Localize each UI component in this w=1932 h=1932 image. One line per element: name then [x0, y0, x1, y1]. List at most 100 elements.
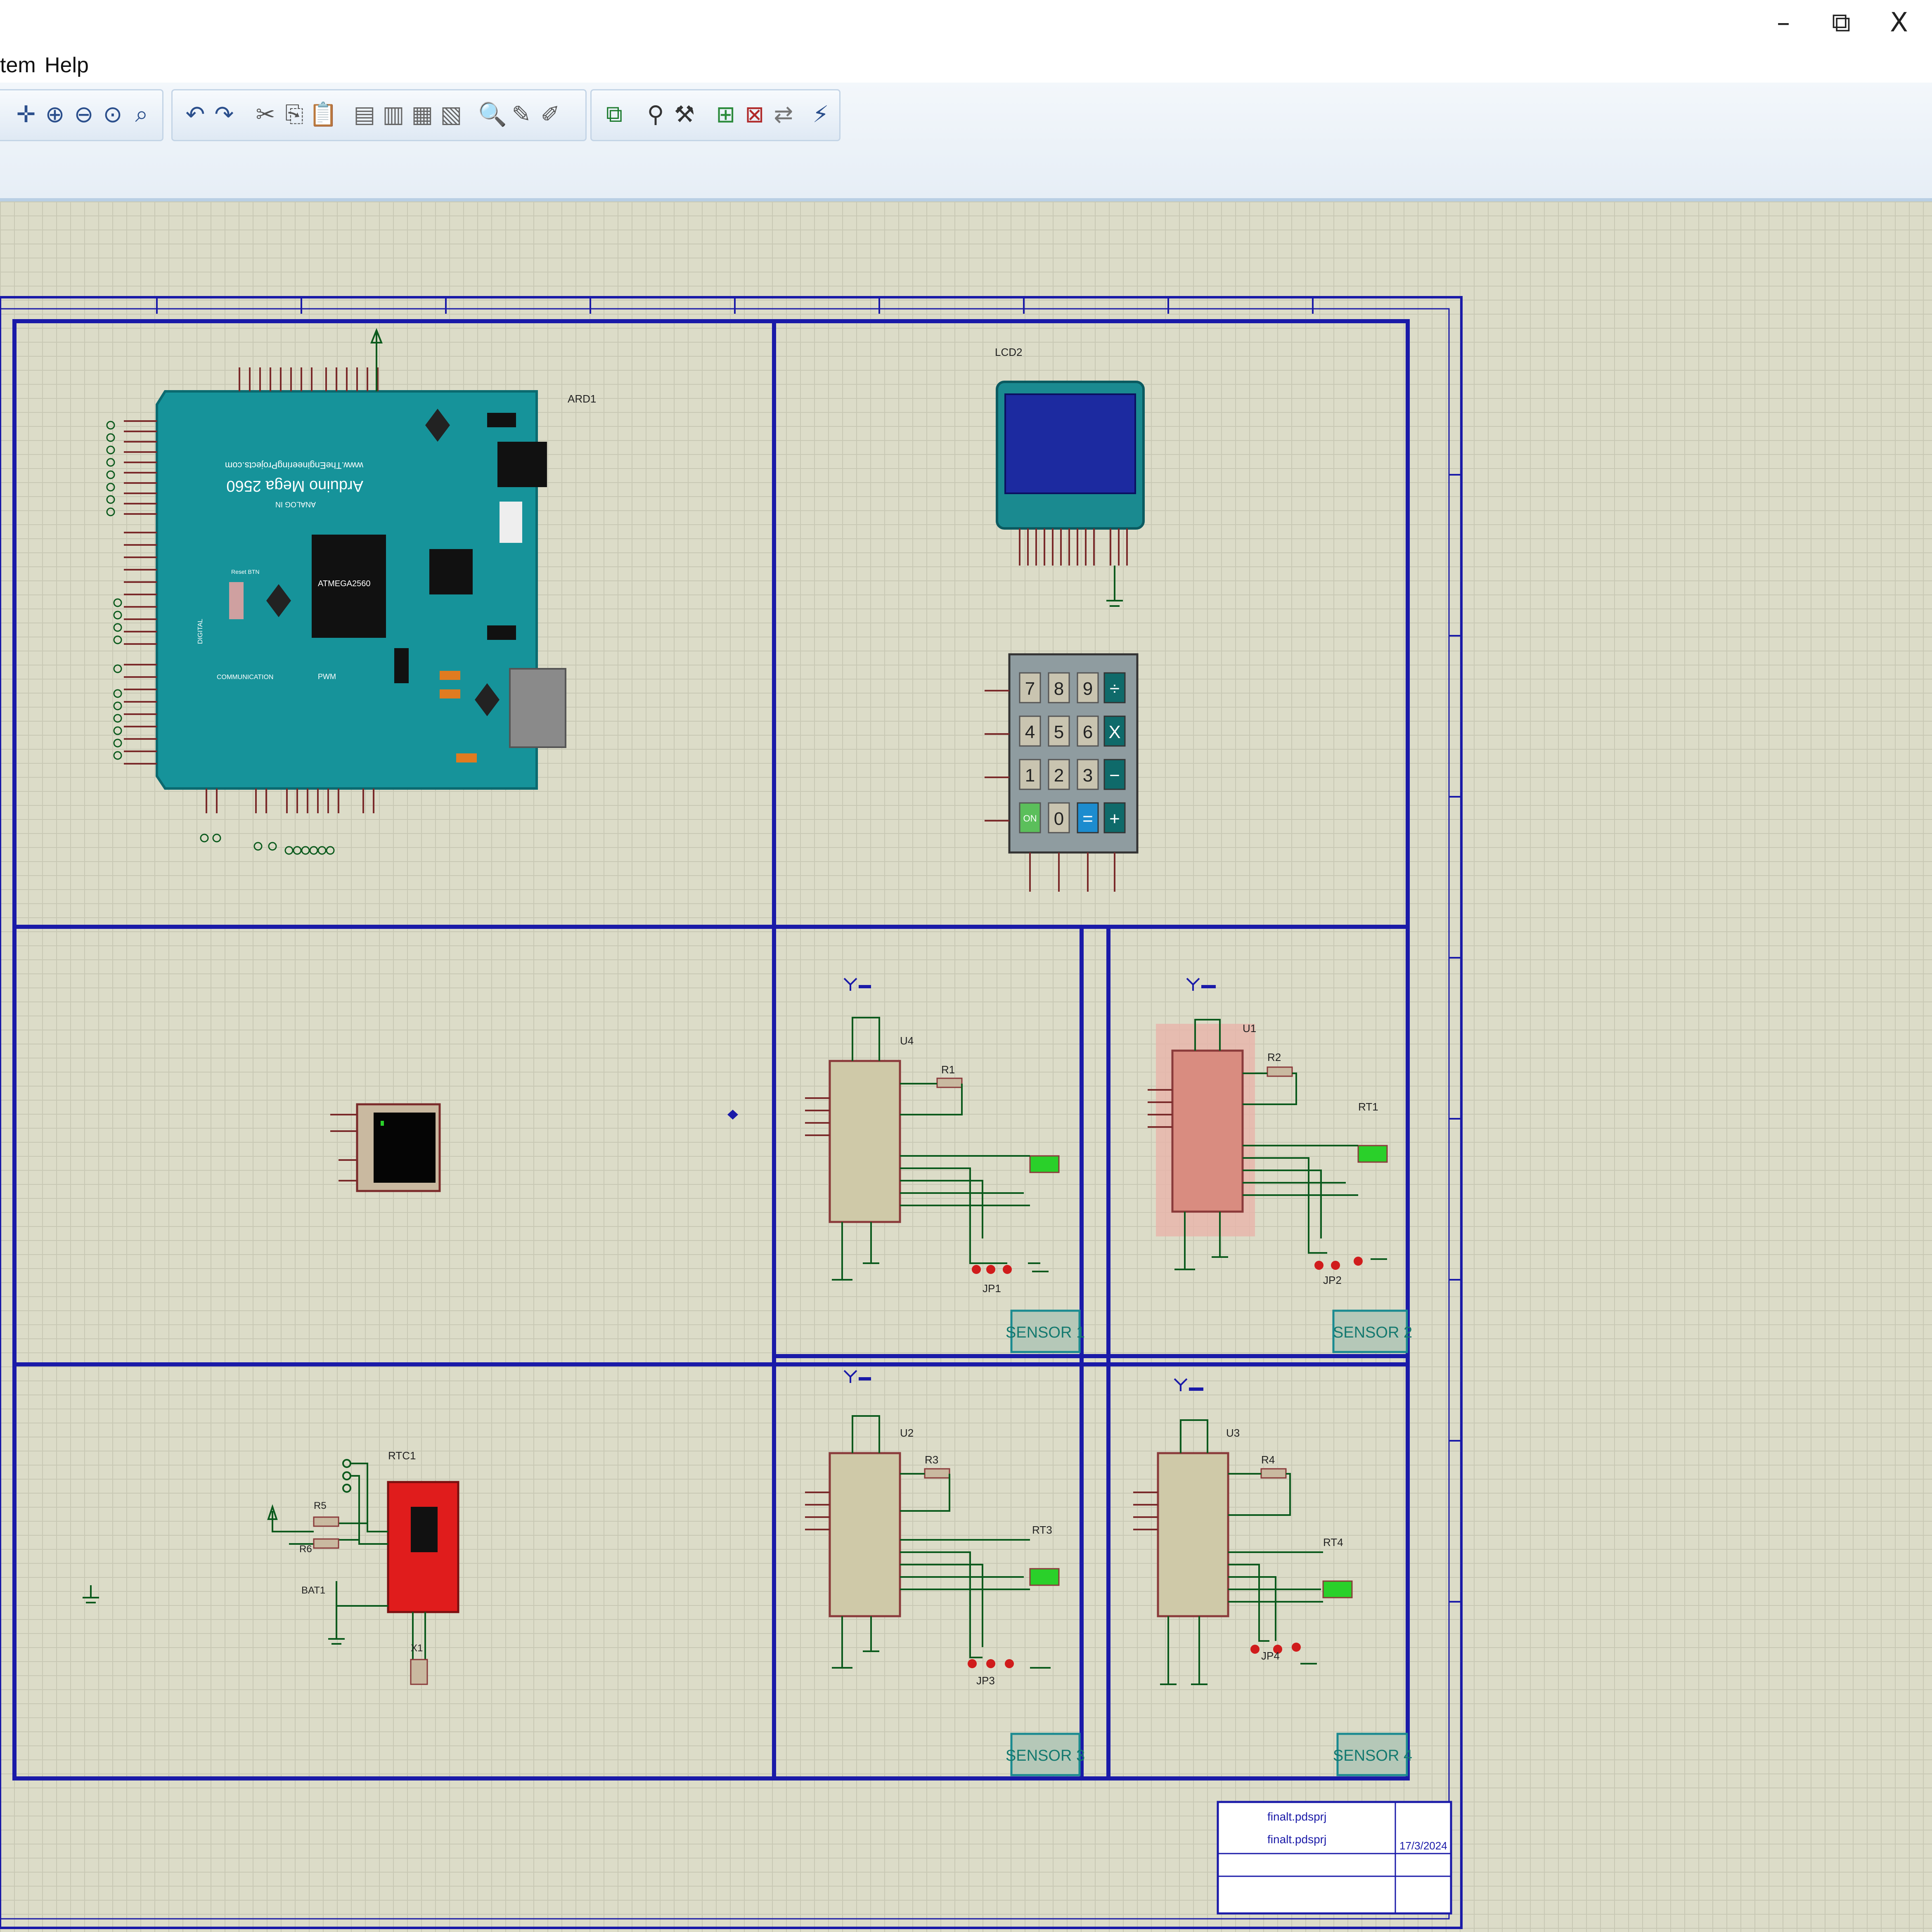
- key-4-label: 4: [1025, 722, 1035, 742]
- wire-autorouter-icon[interactable]: ⧉: [606, 101, 623, 128]
- sensor-4-rt: RT4: [1323, 1536, 1343, 1548]
- keypad[interactable]: 7 8 9 ÷ 4 5 6 X 1 2 3 − ON 0: [985, 653, 1139, 892]
- sensor-4[interactable]: U3 R4 RT4 JP4 SENSOR 4: [1133, 1378, 1412, 1776]
- sensor-2-jp: JP2: [1323, 1274, 1342, 1286]
- new-sheet-icon[interactable]: ⊞: [716, 101, 736, 128]
- key-9[interactable]: [1077, 672, 1099, 703]
- toolbar-area: ✛ ⊕ ⊖ ⊙ ⌕ ↶ ↷ ✂ ⎘ 📋 ▤ ▥ ▦ ▧ 🔍 ✎ ✐ ⧉ ⚲ ⚒ …: [0, 83, 1932, 201]
- arduino-mega-board[interactable]: Arduino Mega 2560 www.TheEngineeringProj…: [106, 328, 596, 855]
- key-3[interactable]: [1077, 759, 1099, 790]
- key-divide[interactable]: [1103, 672, 1126, 703]
- rtc-module[interactable]: RTC1 R5 R6 BAT1 X1: [83, 1449, 459, 1685]
- sensor-2-label: SENSOR 2: [1333, 1324, 1412, 1341]
- key-0-label: 0: [1054, 809, 1064, 829]
- key-8[interactable]: [1048, 672, 1070, 703]
- pick-device-icon[interactable]: 🔍: [478, 101, 507, 128]
- copy-icon[interactable]: ⎘: [285, 101, 304, 128]
- sensor-2-res: R2: [1267, 1051, 1281, 1063]
- close-button[interactable]: X: [1890, 7, 1908, 38]
- key-6[interactable]: [1077, 715, 1099, 747]
- title-block: finalt.pdsprj finalt.pdsprj 17/3/2024: [1217, 1801, 1452, 1915]
- oled-module[interactable]: [330, 1103, 441, 1192]
- zoom-in-icon[interactable]: ⊕: [45, 101, 65, 128]
- restore-button[interactable]: ⧉: [1832, 7, 1851, 38]
- sensor-3-ic: U2: [900, 1427, 914, 1439]
- key-1[interactable]: [1019, 759, 1041, 790]
- arduino-name: Arduino Mega 2560: [226, 477, 363, 495]
- goto-sheet-icon[interactable]: ⇄: [774, 101, 793, 128]
- key-plus-label: +: [1109, 809, 1120, 829]
- key-multiply[interactable]: [1103, 715, 1126, 747]
- sensor-4-label: SENSOR 4: [1333, 1747, 1412, 1764]
- sensor-3[interactable]: U2 R3 RT3 JP3 SENSOR 3: [805, 1370, 1085, 1776]
- block-move-icon[interactable]: ▥: [382, 101, 405, 128]
- block-copy-icon[interactable]: ▤: [353, 101, 376, 128]
- menu-bar: tem Help: [0, 45, 1932, 83]
- toolgroup-edit: ↶ ↷ ✂ ⎘ 📋 ▤ ▥ ▦ ▧ 🔍 ✎ ✐: [171, 89, 587, 141]
- key-7[interactable]: [1019, 672, 1041, 703]
- minimize-button[interactable]: –: [1777, 7, 1790, 38]
- key-on-label: ON: [1023, 813, 1037, 824]
- lcd-display[interactable]: LCD2: [995, 346, 1145, 607]
- sensor-1[interactable]: U4 R1 JP1 SENSOR 1: [805, 978, 1085, 1353]
- titleblock-file1: finalt.pdsprj: [1267, 1810, 1326, 1823]
- menu-help[interactable]: Help: [45, 53, 89, 77]
- key-5[interactable]: [1048, 715, 1070, 747]
- arduino-ref: ARD1: [568, 393, 596, 405]
- sensor-2[interactable]: U1 R2 RT1 JP2 SENSOR 2: [1148, 978, 1412, 1353]
- sensor-4-res: R4: [1261, 1454, 1275, 1466]
- arduino-digital: DIGITAL: [197, 619, 204, 644]
- redo-icon[interactable]: ↷: [214, 101, 234, 128]
- junction-marker: [727, 1110, 738, 1120]
- rtc-r5: R5: [314, 1500, 327, 1511]
- sensor-3-label: SENSOR 3: [1006, 1747, 1085, 1764]
- key-7-label: 7: [1025, 679, 1035, 699]
- key-6-label: 6: [1083, 722, 1093, 742]
- arduino-analog: ANALOG IN: [275, 500, 316, 509]
- property-assign-icon[interactable]: ⚒: [674, 101, 695, 128]
- sheet-frame: [0, 296, 1463, 1929]
- key-on[interactable]: [1019, 802, 1041, 833]
- make-device-icon[interactable]: ✎: [511, 101, 531, 128]
- toolgroup-view: ✛ ⊕ ⊖ ⊙ ⌕: [0, 89, 163, 141]
- key-plus[interactable]: [1103, 802, 1126, 833]
- block-rotate-icon[interactable]: ▦: [411, 101, 433, 128]
- key-3-label: 3: [1083, 765, 1093, 786]
- sensor-3-jp: JP3: [976, 1674, 995, 1687]
- section-boxes: [12, 319, 1410, 1780]
- paste-icon[interactable]: 📋: [309, 101, 338, 128]
- key-equals[interactable]: [1077, 802, 1099, 833]
- menu-system[interactable]: tem: [0, 53, 36, 77]
- bom-icon[interactable]: ⚡: [812, 101, 829, 128]
- remove-sheet-icon[interactable]: ⊠: [745, 101, 765, 128]
- arduino-site: www.TheEngineeringProjects.com: [225, 460, 364, 471]
- key-2[interactable]: [1048, 759, 1070, 790]
- key-0[interactable]: [1048, 802, 1070, 833]
- arduino-pwm: PWM: [318, 672, 336, 681]
- key-equals-label: =: [1082, 809, 1093, 829]
- titleblock-file2: finalt.pdsprj: [1267, 1833, 1326, 1846]
- move-icon[interactable]: ✛: [16, 101, 36, 128]
- key-2-label: 2: [1054, 765, 1064, 786]
- zoom-out-icon[interactable]: ⊖: [74, 101, 94, 128]
- block-delete-icon[interactable]: ▧: [440, 101, 462, 128]
- undo-icon[interactable]: ↶: [185, 101, 205, 128]
- zoom-area-icon[interactable]: ⌕: [135, 101, 148, 128]
- arduino-reset: Reset BTN: [231, 568, 259, 575]
- key-minus[interactable]: [1103, 759, 1126, 790]
- search-icon[interactable]: ⚲: [647, 101, 664, 128]
- sensor-1-jp: JP1: [983, 1282, 1001, 1295]
- sensor-3-rt: RT3: [1032, 1524, 1052, 1536]
- packaging-icon[interactable]: ✐: [540, 101, 560, 128]
- key-4[interactable]: [1019, 715, 1041, 747]
- key-divide-label: ÷: [1110, 679, 1120, 699]
- zoom-all-icon[interactable]: ⊙: [103, 101, 123, 128]
- schematic-sheet[interactable]: Arduino Mega 2560 www.TheEngineeringProj…: [0, 201, 1932, 1932]
- key-minus-label: −: [1109, 765, 1120, 786]
- key-5-label: 5: [1054, 722, 1064, 742]
- cut-icon[interactable]: ✂: [256, 101, 275, 128]
- sensor-2-ic: U1: [1243, 1022, 1256, 1035]
- sensor-1-label: SENSOR 1: [1006, 1324, 1085, 1341]
- title-bar: – ⧉ X: [0, 0, 1932, 45]
- frame-ticks: [156, 297, 1461, 1603]
